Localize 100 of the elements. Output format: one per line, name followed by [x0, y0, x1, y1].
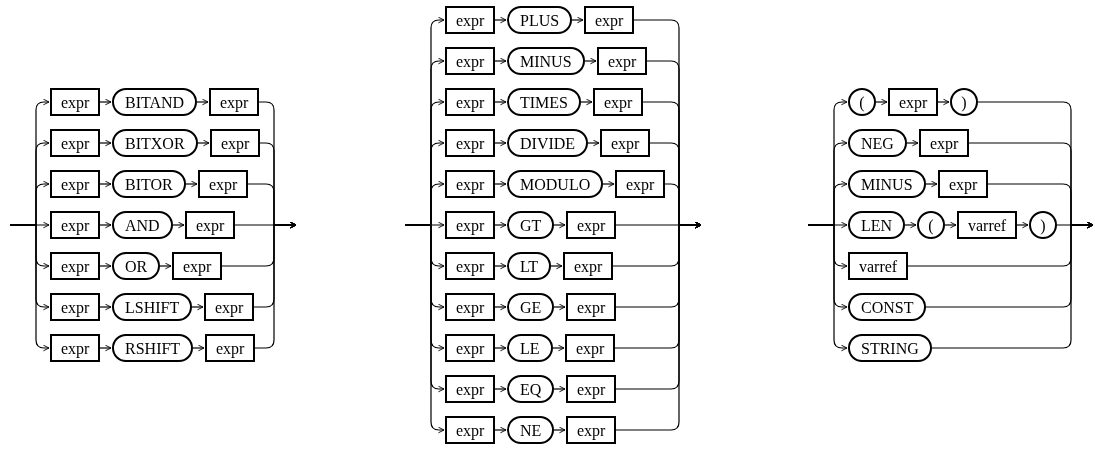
terminal-pill: LSHIFT [112, 293, 193, 321]
nonterminal-box: expr [566, 211, 617, 239]
arrow [99, 98, 112, 106]
nonterminal-box: expr [50, 88, 101, 116]
arrow [494, 344, 507, 352]
terminal-circle: ( [917, 211, 945, 239]
nonterminal-box: expr [50, 252, 101, 280]
nonterminal-box: expr [445, 334, 496, 362]
arrow [192, 344, 205, 352]
arrow [254, 221, 297, 349]
arrow [494, 426, 507, 434]
terminal-circle: ) [950, 88, 978, 116]
terminal-pill: NE [507, 416, 555, 444]
arrow [159, 262, 172, 270]
arrow [185, 180, 198, 188]
nonterminal-box: expr [209, 88, 260, 116]
nonterminal-box: expr [584, 6, 635, 34]
arrow [944, 221, 957, 229]
arrow [807, 224, 848, 352]
terminal-pill: BITXOR [112, 129, 198, 157]
nonterminal-box: expr [445, 375, 496, 403]
nonterminal-box: expr [50, 211, 101, 239]
nonterminal-box: expr [445, 416, 496, 444]
arrow [99, 139, 112, 147]
arrow [99, 262, 112, 270]
terminal-pill: PLUS [507, 6, 573, 34]
nonterminal-box: expr [600, 129, 651, 157]
terminal-pill: MINUS [848, 170, 926, 198]
arrow [904, 221, 917, 229]
terminal-pill: OR [112, 252, 161, 280]
terminal-circle: ( [848, 88, 876, 116]
terminal-pill: LE [507, 334, 553, 362]
nonterminal-box: expr [445, 211, 496, 239]
arrow [197, 139, 210, 147]
arrow [552, 344, 565, 352]
arrow [925, 180, 938, 188]
terminal-pill: NEG [848, 129, 907, 157]
nonterminal-box: expr [593, 88, 644, 116]
terminal-pill: RSHIFT [112, 334, 194, 362]
arrow [584, 57, 597, 65]
terminal-pill: LT [507, 252, 552, 280]
nonterminal-box: expr [445, 170, 496, 198]
nonterminal-box: expr [445, 293, 496, 321]
arrow [553, 221, 566, 229]
arrow [99, 303, 112, 311]
arrow [553, 426, 566, 434]
arrow [9, 224, 50, 352]
nonterminal-box: varref [848, 252, 909, 280]
nonterminal-box: expr [445, 252, 496, 280]
arrow [553, 303, 566, 311]
arrow [494, 180, 507, 188]
arrow [99, 180, 112, 188]
arrow [494, 57, 507, 65]
nonterminal-box: expr [50, 129, 101, 157]
nonterminal-box: varref [957, 211, 1018, 239]
terminal-pill: GT [507, 211, 555, 239]
arrow [494, 139, 507, 147]
arrow [494, 303, 507, 311]
nonterminal-box: expr [50, 334, 101, 362]
arrow [494, 262, 507, 270]
arrow [172, 221, 185, 229]
nonterminal-box: expr [563, 252, 614, 280]
nonterminal-box: expr [204, 293, 255, 321]
terminal-pill: GE [507, 293, 555, 321]
nonterminal-box: expr [205, 334, 256, 362]
terminal-pill: STRING [848, 334, 932, 362]
nonterminal-box: expr [565, 334, 616, 362]
terminal-circle: ) [1029, 211, 1057, 239]
nonterminal-box: expr [445, 47, 496, 75]
arrow [553, 385, 566, 393]
nonterminal-box: expr [210, 129, 261, 157]
terminal-pill: LEN [848, 211, 906, 239]
arrow [1016, 221, 1029, 229]
nonterminal-box: expr [938, 170, 989, 198]
nonterminal-box: expr [445, 6, 496, 34]
nonterminal-box: expr [50, 170, 101, 198]
nonterminal-box: expr [919, 129, 970, 157]
nonterminal-box: expr [185, 211, 236, 239]
nonterminal-box: expr [445, 88, 496, 116]
terminal-pill: EQ [507, 375, 555, 403]
arrow [931, 221, 1094, 349]
nonterminal-box: expr [198, 170, 249, 198]
terminal-pill: CONST [848, 293, 927, 321]
arrow [906, 139, 919, 147]
arrow [580, 98, 593, 106]
arrow [196, 98, 209, 106]
terminal-pill: AND [112, 211, 173, 239]
nonterminal-box: expr [445, 129, 496, 157]
terminal-pill: DIVIDE [507, 129, 589, 157]
arrow [571, 16, 584, 24]
arrow [494, 98, 507, 106]
arrow [550, 262, 563, 270]
arrow [494, 221, 507, 229]
arrow [494, 385, 507, 393]
arrow [615, 221, 702, 431]
terminal-pill: MINUS [507, 47, 585, 75]
nonterminal-box: expr [566, 375, 617, 403]
arrow [602, 180, 615, 188]
arrow [587, 139, 600, 147]
nonterminal-box: expr [566, 293, 617, 321]
